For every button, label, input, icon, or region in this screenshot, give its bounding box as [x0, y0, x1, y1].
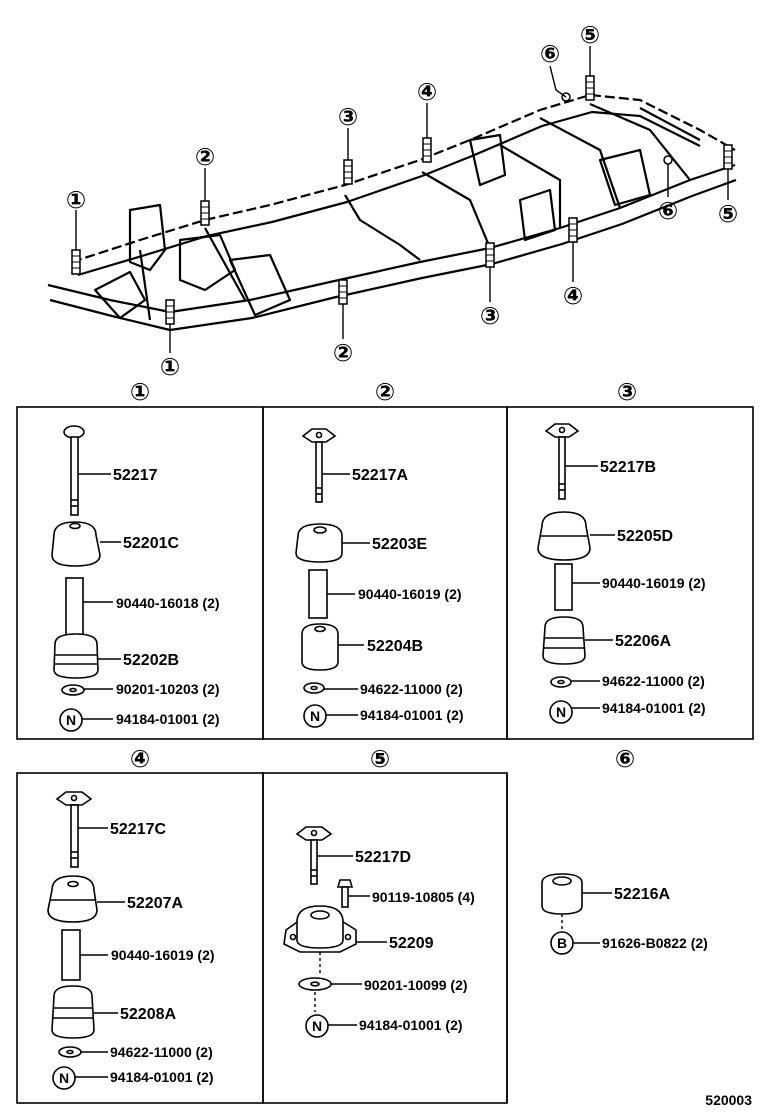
collar — [61, 929, 81, 981]
bolt-shank — [70, 436, 79, 516]
bolt-shank — [70, 804, 79, 868]
badge-b-label: B — [557, 935, 567, 951]
callout-1: ① — [160, 354, 180, 381]
part-label: 90440-16019 (2) — [358, 586, 462, 602]
part-label: 52209 — [389, 935, 434, 952]
bushing — [541, 873, 583, 915]
callout-2: ② — [333, 340, 353, 367]
bolt-shank — [310, 839, 318, 885]
part-label: 52202B — [123, 652, 179, 669]
nut-badge-icon — [303, 704, 327, 728]
part-label: 90119-10805 (4) — [372, 889, 475, 905]
collar — [554, 563, 573, 611]
part-label: 94622-11000 (2) — [360, 681, 463, 697]
callout-6: ⑥ — [658, 198, 678, 225]
part-label: 90440-16019 (2) — [111, 947, 215, 963]
part-label: 52203E — [372, 536, 427, 553]
part-label: 90440-16019 (2) — [602, 575, 706, 591]
badge-n-label: N — [66, 712, 76, 728]
small-bolt — [336, 879, 354, 888]
upper-cushion — [51, 521, 101, 567]
panel-5-marker: ⑤ — [370, 746, 390, 773]
callout-6: ⑥ — [540, 41, 560, 68]
part-label: 52217A — [352, 467, 408, 484]
part-label: 94184-01001 (2) — [116, 711, 220, 727]
panel-2-marker: ② — [375, 379, 395, 406]
badge-n-label: N — [310, 708, 320, 724]
part-label: 94184-01001 (2) — [360, 707, 464, 723]
part-label: 52216A — [614, 886, 670, 903]
part-label: 94622-11000 (2) — [110, 1044, 213, 1060]
part-label: 52205D — [617, 528, 673, 545]
mount-bolt-5b — [723, 144, 733, 170]
nut-badge-icon — [549, 700, 573, 724]
panel-4-marker: ④ — [130, 746, 150, 773]
callout-3: ③ — [480, 303, 500, 330]
part-label: 94184-01001 (2) — [602, 700, 706, 716]
mount-bolt-4b — [568, 217, 578, 243]
badge-n-label: N — [59, 1070, 69, 1086]
badge-n-label: N — [312, 1018, 322, 1034]
part-label: 52206A — [615, 633, 671, 650]
panel-3-marker: ③ — [617, 379, 637, 406]
panel-1-marker: ① — [130, 379, 150, 406]
callout-5: ⑤ — [718, 201, 738, 228]
part-label: 90201-10203 (2) — [116, 681, 220, 697]
callout-2: ② — [195, 144, 215, 171]
callout-3: ③ — [338, 104, 358, 131]
panel-1-parts — [51, 425, 101, 732]
upper-cushion — [295, 523, 343, 563]
mount-bolt-1a — [71, 249, 81, 275]
panel-5-parts — [283, 826, 357, 1038]
lower-cushion — [53, 633, 99, 679]
mount-hole-6b — [663, 155, 673, 165]
panel-4-parts — [47, 791, 98, 1090]
panel-3-parts — [537, 423, 591, 724]
frame-illustration — [47, 93, 737, 332]
panel-3 — [506, 406, 754, 740]
callout-5: ⑤ — [580, 22, 600, 49]
badge-n-label: N — [556, 704, 566, 720]
mount-bolt-4a — [422, 137, 432, 163]
part-label: 94622-11000 (2) — [602, 673, 705, 689]
part-label: 91626-B0822 (2) — [602, 935, 708, 951]
lower-cushion — [51, 985, 95, 1039]
nut-badge-icon — [52, 1066, 76, 1090]
mount-bolt-2b — [338, 279, 348, 305]
part-label: 94184-01001 (2) — [359, 1017, 463, 1033]
part-label: 52207A — [127, 895, 183, 912]
panel-6-parts — [541, 873, 583, 955]
part-label: 52204B — [367, 638, 423, 655]
mount-bolt-2a — [200, 200, 210, 226]
part-label: 52201C — [123, 535, 179, 552]
mount-bolt-1b — [165, 299, 175, 325]
part-label: 52217 — [113, 467, 158, 484]
mount-bolt-3b — [485, 242, 495, 268]
part-label: 52217B — [600, 459, 656, 476]
panel-6-marker: ⑥ — [615, 746, 635, 773]
mount-bolt-5a — [585, 75, 595, 101]
part-label: 52217D — [355, 849, 411, 866]
part-label: 52217C — [110, 821, 166, 838]
collar — [65, 577, 84, 639]
collar — [308, 569, 328, 619]
callout-4: ④ — [417, 79, 437, 106]
diagram-code: 520003 — [705, 1092, 752, 1108]
nut-badge-icon — [59, 708, 83, 732]
upper-cushion — [47, 875, 98, 923]
part-label: 90201-10099 (2) — [364, 977, 468, 993]
bolt-shank — [315, 441, 323, 503]
nut-badge-icon — [305, 1014, 329, 1038]
lower-cushion — [301, 623, 339, 671]
part-label: 90440-16018 (2) — [116, 595, 220, 611]
part-label: 94184-01001 (2) — [110, 1069, 214, 1085]
callout-leaders — [75, 46, 729, 353]
callout-4: ④ — [563, 283, 583, 310]
callout-1: ① — [66, 187, 86, 214]
lower-cushion — [542, 616, 586, 665]
part-label: 52208A — [120, 1006, 176, 1023]
bolt-shank — [558, 436, 566, 500]
mount-bolt-3a — [343, 159, 353, 185]
